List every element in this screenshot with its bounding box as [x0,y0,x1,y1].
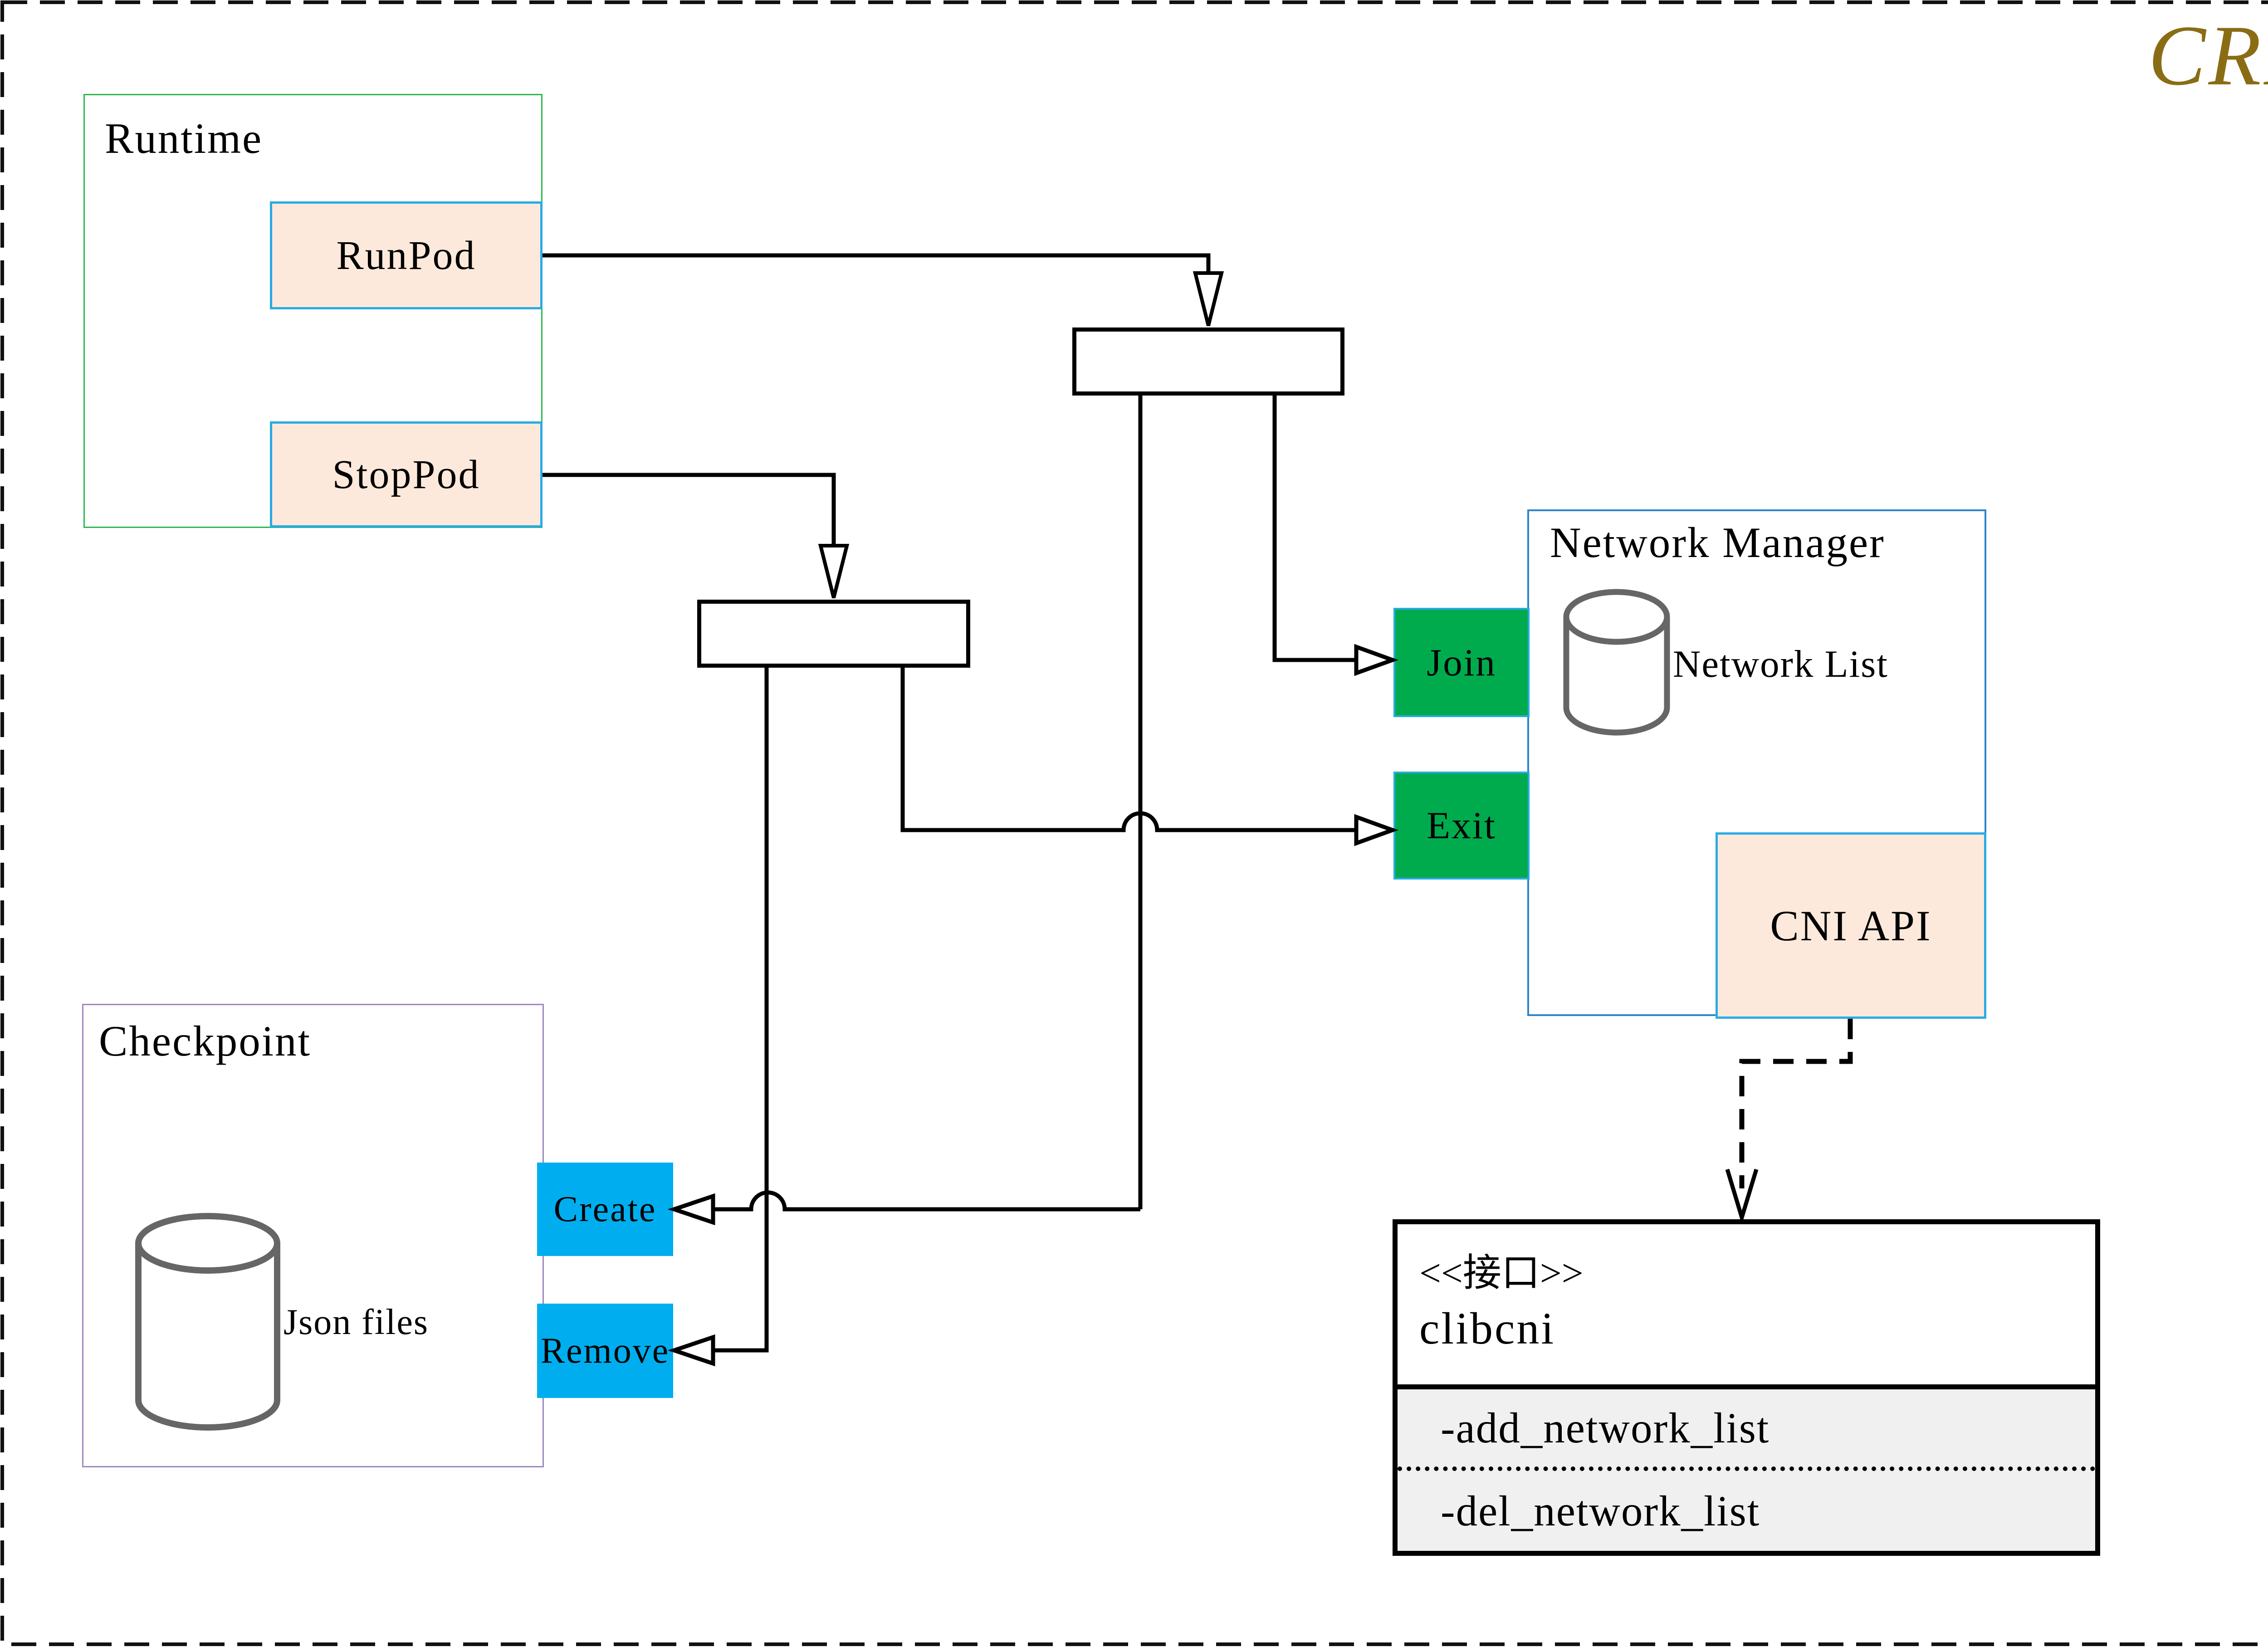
method-separator [1398,1466,2095,1471]
clibcni-methods-section: -add_network_list -del_network_list [1398,1384,2095,1551]
arrowhead-right-icon [1354,644,1399,676]
stoppod-label: StopPod [332,452,480,497]
runtime-title: Runtime [105,114,263,162]
runpod-node: RunPod [270,201,543,309]
network-manager-title: Network Manager [1550,518,1885,567]
sync-bar-stoppod [697,600,970,668]
runpod-label: RunPod [336,233,476,278]
remove-label: Remove [540,1330,670,1371]
connector-runpod-to-bar [543,253,1224,326]
cni-api-label: CNI API [1770,901,1932,950]
exit-node: Exit [1393,772,1530,880]
clibcni-interface-box: <<接口>> clibcni -add_network_list -del_ne… [1393,1219,2100,1556]
method-row: -del_network_list [1398,1471,2095,1551]
checkpoint-box: Checkpoint [82,1004,544,1467]
connector-bar1-to-join [1272,395,1399,676]
arrowhead-down-icon [818,544,850,598]
sync-bar-runpod [1072,327,1344,396]
arrowhead-down-icon [1193,271,1224,326]
connector-bar1-to-create [667,395,1143,1226]
join-node: Join [1393,608,1530,717]
clibcni-header: <<接口>> clibcni [1398,1224,2095,1384]
method-row: -add_network_list [1398,1389,2095,1466]
arrowhead-right-icon [1354,814,1399,846]
connector-cniapi-to-clibcni [1725,1019,1853,1225]
arrowhead-left-icon [667,1193,715,1226]
interface-name: clibcni [1419,1303,1556,1354]
network-list-label: Network List [1673,643,1888,685]
interface-stereotype: <<接口>> [1419,1252,1584,1295]
open-arrowhead-down-icon [1725,1168,1759,1225]
remove-node: Remove [537,1304,673,1398]
arrowhead-left-icon [667,1334,715,1367]
json-files-label: Json files [284,1302,429,1342]
method-add-label: -add_network_list [1441,1404,1770,1452]
page-title: CRI [2148,8,2268,103]
create-node: Create [537,1163,673,1256]
exit-label: Exit [1427,804,1496,847]
join-label: Join [1427,641,1496,684]
method-del-label: -del_network_list [1441,1487,1760,1535]
create-label: Create [553,1189,657,1229]
connector-bar2-to-remove [667,667,769,1367]
checkpoint-title: Checkpoint [99,1017,311,1065]
connector-stoppod-to-bar [543,473,850,598]
connector-bar2-to-exit [900,667,1399,846]
stoppod-node: StopPod [270,421,543,528]
cni-api-node: CNI API [1716,832,1986,1019]
